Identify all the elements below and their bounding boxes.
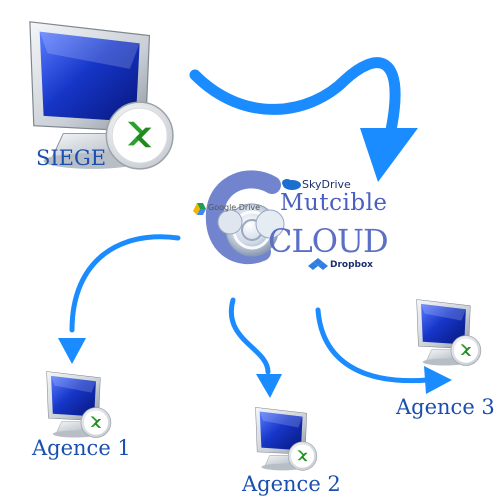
- agence2-computer-icon: [255, 407, 318, 471]
- dropbox-label: Dropbox: [330, 260, 373, 270]
- arrow-cloud-to-agence2: [228, 297, 282, 398]
- skydrive-icon: [282, 179, 301, 190]
- agence3-label: Agence 3: [396, 395, 495, 419]
- siege-label: SIEGE: [36, 146, 107, 170]
- agence3-computer-icon: [416, 299, 482, 366]
- agence1-computer-icon: [46, 371, 112, 438]
- skydrive-label: SkyDrive: [302, 178, 351, 191]
- cloud-title-line1: Mutcible: [280, 190, 388, 216]
- dropbox-icon: [308, 258, 328, 270]
- agence1-label: Agence 1: [32, 436, 131, 460]
- agence2-label: Agence 2: [242, 472, 341, 496]
- cloud-title-line2: CLOUD: [268, 222, 389, 260]
- arrow-cloud-to-agence1: [58, 234, 181, 364]
- arrow-siege-to-cloud: [189, 57, 418, 182]
- cloud-logo: [193, 170, 328, 270]
- arrow-cloud-to-agence3: [315, 307, 452, 394]
- google-drive-label: Google Drive: [208, 203, 261, 212]
- google-drive-icon: [193, 203, 206, 215]
